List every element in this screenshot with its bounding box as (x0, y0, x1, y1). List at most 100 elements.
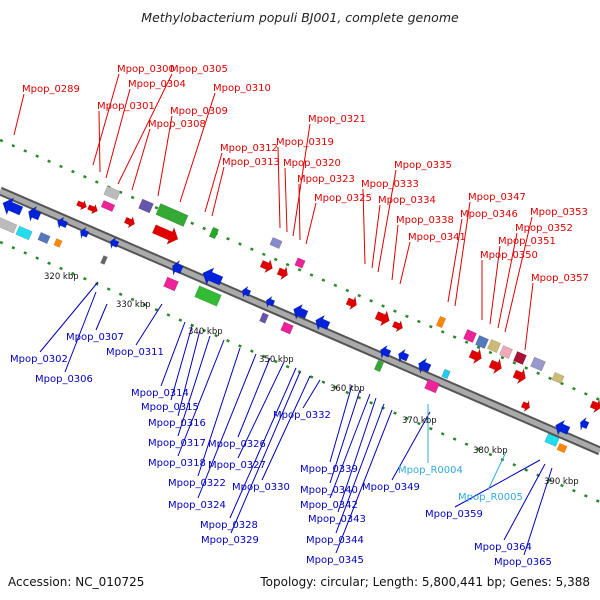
gene-label-plus[interactable]: Mpop_0308 (148, 119, 206, 130)
plus-strand-gene[interactable] (100, 200, 116, 212)
gene-label-plus[interactable]: Mpop_0353 (530, 207, 588, 218)
plus-strand-gene[interactable] (208, 226, 220, 240)
minus-strand-gene[interactable] (25, 204, 42, 223)
gene-label-minus[interactable]: Mpop_0327 (208, 460, 266, 471)
gene-label-minus[interactable]: Mpop_0306 (35, 374, 93, 385)
gene-label-minus[interactable]: Mpop_0349 (362, 482, 420, 493)
minus-strand-gene[interactable] (441, 368, 451, 380)
gene-label-minus[interactable]: Mpop_0322 (168, 478, 226, 489)
gene-label-plus[interactable]: Mpop_0320 (283, 158, 341, 169)
minus-strand-gene[interactable] (163, 276, 179, 292)
gene-label-minus[interactable]: Mpop_0365 (494, 557, 552, 568)
gene-label-plus[interactable]: Mpop_0341 (408, 232, 466, 243)
gene-label-minus[interactable]: Mpop_0315 (141, 402, 199, 413)
plus-strand-gene[interactable] (467, 346, 484, 365)
minus-strand-gene[interactable] (53, 238, 63, 248)
minus-strand-gene[interactable] (552, 418, 571, 438)
gene-label-minus[interactable]: Mpop_0344 (306, 535, 364, 546)
plus-strand-gene[interactable] (294, 257, 306, 269)
rna-label[interactable]: Mpop_R0004 (398, 465, 463, 476)
gene-label-minus[interactable]: Mpop_0329 (201, 535, 259, 546)
minus-strand-gene[interactable] (169, 259, 185, 278)
plus-strand-gene[interactable] (103, 185, 121, 201)
minus-strand-gene[interactable] (556, 442, 568, 454)
minus-strand-gene[interactable] (199, 265, 225, 289)
gene-label-minus[interactable]: Mpop_0318 (148, 458, 206, 469)
gene-label-plus[interactable]: Mpop_0334 (378, 195, 436, 206)
minus-strand-gene[interactable] (240, 285, 252, 299)
gene-label-plus[interactable]: Mpop_0325 (314, 193, 372, 204)
minus-strand-gene[interactable] (280, 321, 294, 335)
gene-label-minus[interactable]: Mpop_0316 (148, 418, 206, 429)
gene-label-minus[interactable]: Mpop_0364 (474, 542, 532, 553)
gene-label-minus[interactable]: Mpop_0314 (131, 388, 189, 399)
gene-label-plus[interactable]: Mpop_0321 (308, 114, 366, 125)
plus-strand-gene[interactable] (463, 329, 477, 343)
plus-strand-gene[interactable] (86, 202, 99, 215)
minus-strand-gene[interactable] (378, 344, 393, 361)
gene-label-plus[interactable]: Mpop_0333 (361, 179, 419, 190)
gene-label-plus[interactable]: Mpop_0310 (213, 83, 271, 94)
gene-label-plus[interactable]: Mpop_0309 (170, 106, 228, 117)
minus-strand-gene[interactable] (544, 433, 560, 447)
plus-strand-gene[interactable] (276, 265, 291, 282)
minus-strand-gene[interactable] (100, 255, 108, 265)
minus-strand-gene[interactable] (264, 295, 276, 309)
gene-label-minus[interactable]: Mpop_0330 (232, 482, 290, 493)
gene-label-plus[interactable]: Mpop_0351 (498, 236, 556, 247)
gene-label-plus[interactable]: Mpop_0323 (297, 174, 355, 185)
plus-strand-gene[interactable] (520, 399, 532, 413)
plus-strand-gene[interactable] (511, 366, 528, 385)
gene-label-plus[interactable]: Mpop_0313 (222, 157, 280, 168)
gene-label-plus[interactable]: Mpop_0300 (117, 64, 175, 75)
gene-label-plus[interactable]: Mpop_0338 (396, 215, 454, 226)
gene-label-plus[interactable]: Mpop_0346 (460, 209, 518, 220)
gene-label-plus[interactable]: Mpop_0289 (22, 84, 80, 95)
gene-label-minus[interactable]: Mpop_0317 (148, 438, 206, 449)
gene-label-minus[interactable]: Mpop_0340 (300, 485, 358, 496)
plus-strand-gene[interactable] (345, 295, 360, 312)
plus-strand-gene[interactable] (373, 308, 392, 328)
gene-label-minus[interactable]: Mpop_0311 (106, 347, 164, 358)
plus-strand-gene[interactable] (75, 198, 88, 211)
gene-label-minus[interactable]: Mpop_0326 (208, 439, 266, 450)
plus-strand-gene[interactable] (150, 221, 181, 248)
minus-strand-gene[interactable] (0, 195, 25, 219)
gene-label-plus[interactable]: Mpop_0357 (531, 273, 589, 284)
gene-label-plus[interactable]: Mpop_0304 (128, 79, 186, 90)
plus-strand-gene[interactable] (138, 198, 154, 214)
plus-strand-gene[interactable] (475, 335, 489, 349)
gene-label-minus[interactable]: Mpop_0359 (425, 509, 483, 520)
gene-label-minus[interactable]: Mpop_0343 (308, 514, 366, 525)
minus-strand-gene[interactable] (15, 225, 33, 241)
plus-strand-gene[interactable] (391, 319, 405, 334)
gene-label-minus[interactable]: Mpop_0339 (300, 464, 358, 475)
gene-label-minus[interactable]: Mpop_0307 (66, 332, 124, 343)
gene-label-plus[interactable]: Mpop_0350 (480, 250, 538, 261)
gene-label-minus[interactable]: Mpop_0328 (200, 520, 258, 531)
minus-strand-gene[interactable] (259, 312, 269, 324)
plus-strand-gene[interactable] (487, 339, 501, 353)
gene-label-plus[interactable]: Mpop_0301 (97, 101, 155, 112)
minus-strand-gene[interactable] (194, 285, 222, 307)
minus-strand-gene[interactable] (290, 302, 309, 322)
gene-label-plus[interactable]: Mpop_0319 (276, 137, 334, 148)
plus-strand-gene[interactable] (123, 215, 137, 230)
gene-label-plus[interactable]: Mpop_0312 (220, 143, 278, 154)
minus-strand-gene[interactable] (424, 378, 440, 394)
plus-strand-gene[interactable] (259, 257, 276, 275)
rna-label[interactable]: Mpop_R0005 (458, 492, 523, 503)
minus-strand-gene[interactable] (55, 216, 69, 231)
plus-strand-gene[interactable] (435, 315, 447, 329)
gene-label-plus[interactable]: Mpop_0305 (170, 64, 228, 75)
plus-strand-gene[interactable] (487, 356, 504, 375)
plus-strand-gene[interactable] (513, 351, 527, 365)
plus-strand-gene[interactable] (155, 203, 189, 227)
minus-strand-gene[interactable] (312, 313, 331, 333)
plus-strand-gene[interactable] (530, 356, 546, 372)
plus-strand-gene[interactable] (551, 372, 565, 384)
minus-strand-gene[interactable] (0, 216, 18, 234)
minus-strand-gene[interactable] (37, 232, 51, 244)
gene-label-minus[interactable]: Mpop_0342 (300, 500, 358, 511)
gene-label-minus[interactable]: Mpop_0324 (168, 500, 226, 511)
